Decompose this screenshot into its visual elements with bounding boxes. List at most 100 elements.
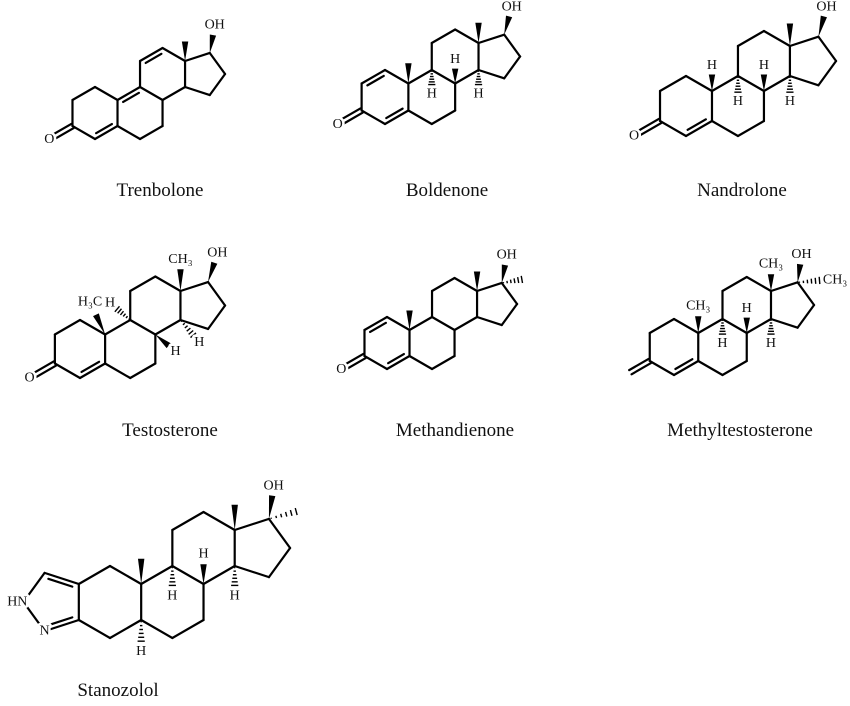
name-boldenone: Boldenone xyxy=(405,180,489,201)
name-methandienone: Methandienone xyxy=(395,420,515,441)
molecule-methandienone: OOH xyxy=(334,245,524,379)
bond xyxy=(154,275,182,293)
double-bond-line xyxy=(47,616,74,627)
wedge-bond xyxy=(268,495,276,519)
bond xyxy=(206,280,227,307)
atom-label: OH xyxy=(816,0,836,14)
bond xyxy=(104,362,132,380)
bond xyxy=(500,302,519,327)
double-bond-line xyxy=(47,577,74,588)
name-methyltestosterone: Methyltestosterone xyxy=(667,420,813,441)
bond xyxy=(736,74,766,93)
bond xyxy=(697,317,724,335)
carbonyl-bond xyxy=(32,360,55,375)
bond xyxy=(267,546,292,579)
bond xyxy=(736,119,766,138)
hashed-bond-segment xyxy=(119,310,125,316)
hashed-bond-segment xyxy=(186,327,191,332)
wedge-bond xyxy=(181,41,189,61)
bond xyxy=(385,354,411,371)
bond xyxy=(171,510,205,532)
bond xyxy=(769,281,799,293)
bond xyxy=(430,68,457,85)
wedge-bond xyxy=(208,261,218,283)
hashed-bond-segment xyxy=(814,277,817,284)
name-stanozolol: Stanozolol xyxy=(77,680,159,701)
bond xyxy=(788,35,820,48)
hashed-bond-segment xyxy=(294,507,298,516)
bond xyxy=(202,564,236,586)
carbonyl-bond xyxy=(343,111,364,125)
bond xyxy=(171,564,205,586)
hashed-bond-segment xyxy=(128,318,131,321)
hashed-bond-segment xyxy=(180,320,183,323)
bond xyxy=(430,28,457,45)
bond xyxy=(477,33,506,45)
wedge-bond xyxy=(451,68,459,84)
bond xyxy=(53,362,82,380)
carbonyl-bond xyxy=(639,121,663,137)
atom-label: OH xyxy=(263,478,283,493)
wedge-bond xyxy=(475,22,482,43)
bond xyxy=(360,68,387,85)
bond xyxy=(453,315,479,332)
atom-label: H xyxy=(167,588,177,603)
bond xyxy=(658,74,688,93)
wedge-bond xyxy=(695,316,702,333)
atom-label: H xyxy=(105,296,115,311)
atom-label: CH₃ xyxy=(759,257,783,272)
atom-label: H xyxy=(427,86,437,101)
atom-label: H xyxy=(759,58,769,73)
bond xyxy=(140,618,174,640)
hashed-bond-segment xyxy=(513,278,516,284)
atom-label: H xyxy=(198,547,208,562)
bond xyxy=(788,74,820,87)
atom-label: H xyxy=(473,86,483,101)
hashed-bond-segment xyxy=(818,276,821,285)
wedge-bond xyxy=(760,74,768,91)
bond xyxy=(78,318,107,336)
atom-label: HN xyxy=(7,595,27,610)
wedge-bond xyxy=(177,269,184,291)
bond xyxy=(500,281,519,306)
hashed-bond-segment xyxy=(275,515,278,519)
bond xyxy=(408,315,434,332)
bond xyxy=(93,85,119,102)
bond xyxy=(363,354,389,371)
atom-label: H xyxy=(717,336,727,351)
bond xyxy=(697,359,724,377)
bond xyxy=(154,318,182,336)
bond xyxy=(93,124,119,141)
atom-label: O xyxy=(333,117,343,132)
hashed-bond-segment xyxy=(509,279,512,284)
bond xyxy=(430,315,456,332)
double-bond-line xyxy=(387,352,405,365)
bond xyxy=(454,68,480,85)
molecule-trenbolone: OOH xyxy=(42,15,228,149)
bond xyxy=(407,68,433,85)
atom-label: CH₃ xyxy=(823,273,847,288)
bond xyxy=(408,354,434,371)
carbonyl-bond xyxy=(54,126,75,140)
bond xyxy=(71,85,97,102)
bond xyxy=(475,281,503,293)
bond xyxy=(208,72,227,97)
wedge-bond xyxy=(708,74,716,91)
bond xyxy=(383,68,410,85)
atom-label: H xyxy=(785,94,795,109)
bond xyxy=(183,51,211,63)
bond xyxy=(430,276,456,293)
wedge-bond xyxy=(818,15,827,37)
double-bond-line xyxy=(122,91,141,104)
carbonyl-bond xyxy=(52,122,73,136)
hashed-bond-segment xyxy=(125,315,129,319)
bond xyxy=(360,109,387,126)
wedge-bond xyxy=(200,564,207,584)
bond xyxy=(43,571,80,586)
bond xyxy=(503,33,522,58)
atom-label: H xyxy=(742,301,752,316)
